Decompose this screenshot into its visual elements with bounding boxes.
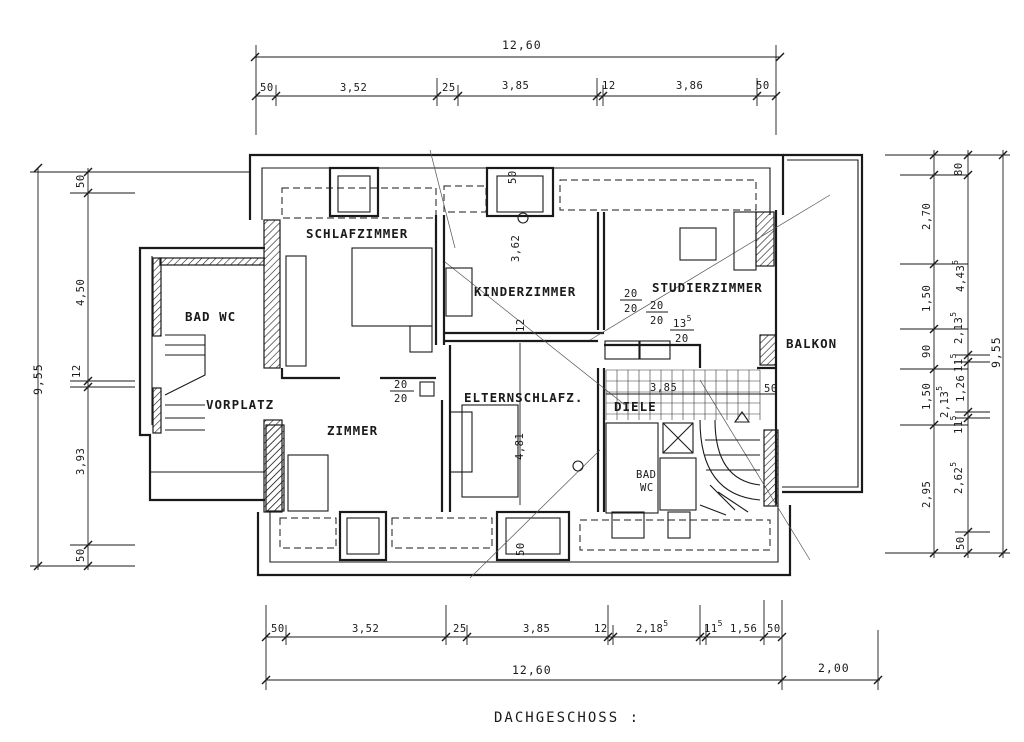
bottom-dim-50-right: 50 xyxy=(767,623,781,635)
bottom-dim-115: 115 xyxy=(704,619,723,635)
bottom-dim-12: 12 xyxy=(594,623,608,635)
tile-grid xyxy=(605,369,761,420)
bottom-windows xyxy=(279,510,771,562)
left-dim-450: 4,50 xyxy=(75,279,87,306)
building-outline xyxy=(138,153,792,577)
top-dim-25: 25 xyxy=(442,82,456,94)
top-dimensions: 12,60 50 3,52 25 3,85 12 3,86 50 xyxy=(250,38,785,135)
right-dim-270: 2,70 xyxy=(921,203,933,230)
top-dim-385: 3,85 xyxy=(502,80,529,92)
top-dim-50-right: 50 xyxy=(756,80,770,92)
dim-chimney-b2: 20 xyxy=(650,315,664,327)
left-dim-12: 12 xyxy=(71,364,83,378)
plan-title: DACHGESCHOSS : xyxy=(494,710,640,726)
dim-kinder-height: 3,62 xyxy=(510,235,522,262)
top-dim-386: 3,86 xyxy=(676,80,703,92)
label-schlafzimmer: SCHLAFZIMMER xyxy=(306,226,408,241)
right-dim-115-a: 115 xyxy=(949,353,965,372)
interior-walls xyxy=(265,210,779,512)
right-dim-80: 80 xyxy=(953,162,965,176)
bottom-total-dim: 12,60 xyxy=(512,663,552,677)
dim-chimney-a1: 20 xyxy=(624,288,638,300)
bottom-dimensions: 50 3,52 25 3,85 12 2,185 115 1,56 50 12,… xyxy=(261,600,883,690)
right-dim-90: 90 xyxy=(921,344,933,358)
bottom-dim-25: 25 xyxy=(453,623,467,635)
bottom-dim-352: 3,52 xyxy=(352,623,379,635)
label-bad-right: BAD xyxy=(636,469,656,481)
dim-zimmer-chimney-1: 20 xyxy=(394,379,408,391)
label-vorplatz: VORPLATZ xyxy=(206,397,274,412)
right-dim-2625: 2,625 xyxy=(949,461,965,494)
dim-chimney-a2: 20 xyxy=(624,303,638,315)
dim-zimmer-chimney-2: 20 xyxy=(394,393,408,405)
right-dim-126: 1,26 xyxy=(955,375,967,402)
right-dim-115-b: 115 xyxy=(949,415,965,434)
dim-diele-width: 3,85 xyxy=(650,382,677,394)
top-dim-50-left: 50 xyxy=(260,82,274,94)
right-dim-150-b: 1,50 xyxy=(921,383,933,410)
left-dimensions: 9,55 50 4,50 12 3,93 50 xyxy=(30,163,250,571)
right-total-dim: 9,55 xyxy=(989,336,1003,368)
top-dim-352: 3,52 xyxy=(340,82,367,94)
right-dim-295: 2,95 xyxy=(921,481,933,508)
top-total-dim: 12,60 xyxy=(502,38,542,52)
label-diele: DIELE xyxy=(614,399,657,414)
balcony xyxy=(782,153,864,494)
left-dim-393: 3,93 xyxy=(75,448,87,475)
label-elternschlafz: ELTERNSCHLAFZ. xyxy=(464,390,583,405)
label-studierzimmer: STUDIERZIMMER xyxy=(652,280,763,295)
dim-kinder-window: 50 xyxy=(507,170,519,184)
bottom-extra-dim: 2,00 xyxy=(818,661,850,675)
bottom-dim-2185: 2,185 xyxy=(636,619,669,635)
dim-wall-12: 12 xyxy=(515,318,527,332)
dim-chimney-c2: 20 xyxy=(675,333,689,345)
stairs-right xyxy=(699,411,761,516)
dim-diele-50: 50 xyxy=(764,383,778,395)
inner-dimensions: 3,62 50 12 4,81 50 3,85 50 20 20 20 20 1… xyxy=(390,170,778,556)
right-dim-150-a: 1,50 xyxy=(921,285,933,312)
bottom-dim-156: 1,56 xyxy=(730,623,757,635)
room-labels: SCHLAFZIMMER KINDERZIMMER STUDIERZIMMER … xyxy=(185,226,837,494)
fixtures xyxy=(285,211,757,539)
right-dim-2135-b: 2,135 xyxy=(935,385,951,418)
right-dim-4435: 4,435 xyxy=(951,259,967,292)
label-wc-right: WC xyxy=(640,482,654,494)
label-balkon: BALKON xyxy=(786,336,837,351)
top-windows xyxy=(281,166,757,219)
right-dimensions: 80 2,70 1,50 90 1,50 2,95 4,435 2,135 11… xyxy=(885,150,1010,558)
left-total-dim: 9,55 xyxy=(31,363,45,395)
label-zimmer: ZIMMER xyxy=(327,423,378,438)
label-kinderzimmer: KINDERZIMMER xyxy=(474,284,576,299)
bottom-dim-385: 3,85 xyxy=(523,623,550,635)
right-dim-2135-a: 2,135 xyxy=(949,311,965,344)
stairs-left xyxy=(164,334,206,431)
top-dim-12: 12 xyxy=(602,80,616,92)
dim-chimney-b1: 20 xyxy=(650,300,664,312)
right-dim-50-bottom: 50 xyxy=(955,536,967,550)
bottom-dim-50-left: 50 xyxy=(271,623,285,635)
left-dim-50-bottom: 50 xyxy=(75,548,87,562)
dim-chimney-c: 135 xyxy=(673,314,692,330)
dim-eltern-window: 50 xyxy=(515,542,527,556)
label-bad-wc: BAD WC xyxy=(185,309,236,324)
left-dim-50-top: 50 xyxy=(75,174,87,188)
